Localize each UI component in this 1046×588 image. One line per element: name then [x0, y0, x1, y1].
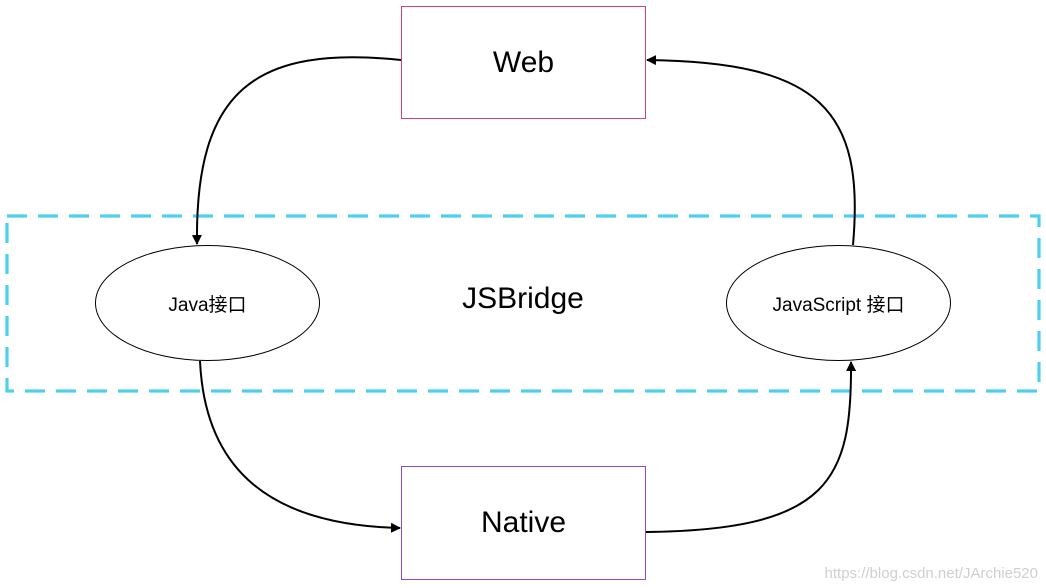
watermark: https://blog.csdn.net/JArchie520 [824, 565, 1038, 582]
arrow-java-to-native [199, 360, 401, 533]
javascript-interface-oval: JavaScript 接口 [726, 245, 951, 361]
native-box: Native [401, 466, 646, 580]
java-interface-oval: Java接口 [95, 245, 320, 361]
jsbridge-region [5, 214, 1041, 393]
arrow-native-to-js [645, 361, 857, 533]
java-interface-label: Java接口 [168, 294, 247, 316]
web-box: Web [401, 6, 646, 119]
javascript-interface-label: JavaScript 接口 [772, 294, 905, 316]
native-label: Native [480, 506, 567, 539]
web-label: Web [492, 45, 555, 79]
jsbridge-label: JSBridge [462, 282, 584, 315]
arrow-js-to-web [646, 55, 856, 246]
arrow-web-to-java [191, 56, 402, 245]
